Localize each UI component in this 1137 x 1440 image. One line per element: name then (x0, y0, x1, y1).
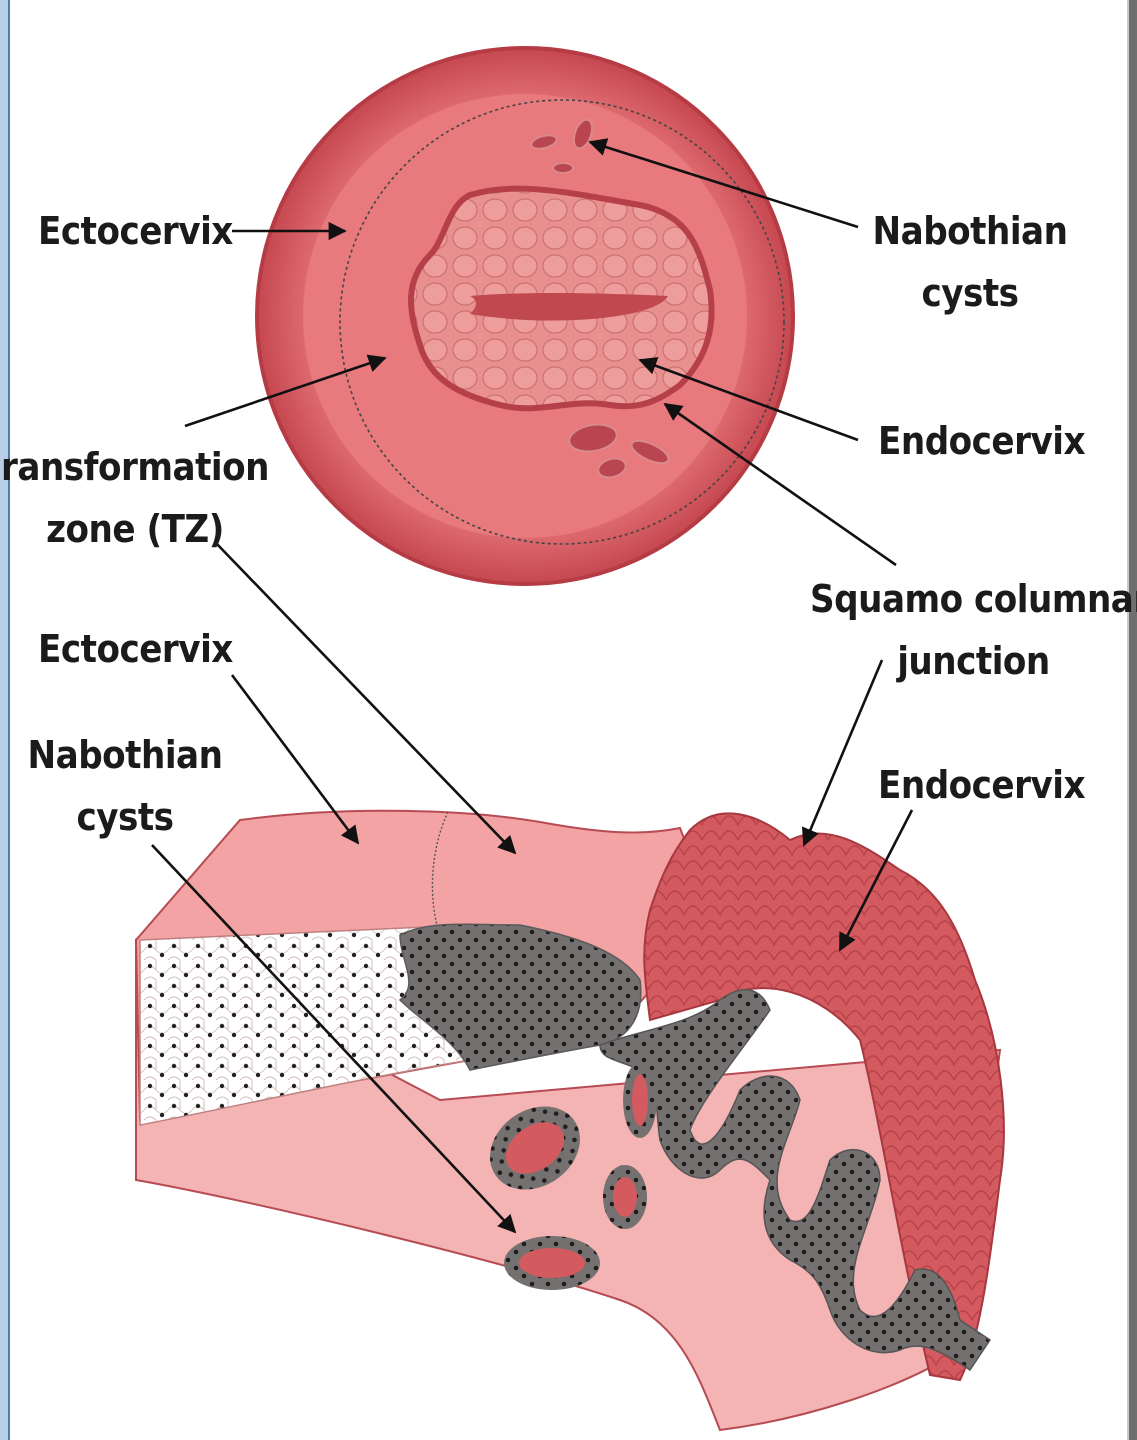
nabothian-cysts-label-bottom: Nabothian cysts (20, 724, 230, 848)
ectocervix-label-top: Ectocervix (38, 200, 233, 262)
tz-label-line2: zone (TZ) (0, 498, 270, 560)
cervix-face-view (257, 48, 793, 584)
transformation-zone-label: ransformation zone (TZ) (0, 436, 270, 560)
cervix-cross-section (136, 811, 1004, 1430)
tz-label-line1: ransformation (0, 436, 270, 498)
nabothian-label-top-line1: Nabothian (860, 200, 1080, 262)
scj-label-line2: junction (810, 630, 1137, 692)
nabothian-label-top-line2: cysts (860, 262, 1080, 324)
ectocervix-label-bottom: Ectocervix (38, 618, 233, 680)
squamo-columnar-junction-label: Squamo columnar junction (810, 568, 1137, 692)
scj-label-line1: Squamo columnar (810, 568, 1137, 630)
nabothian-cysts-label-top: Nabothian cysts (860, 200, 1080, 324)
endocervix-label-bottom: Endocervix (878, 754, 1085, 816)
nabothian-label-bottom-line1: Nabothian (20, 724, 230, 786)
nabothian-label-bottom-line2: cysts (20, 786, 230, 848)
endocervix-label-top: Endocervix (878, 410, 1085, 472)
